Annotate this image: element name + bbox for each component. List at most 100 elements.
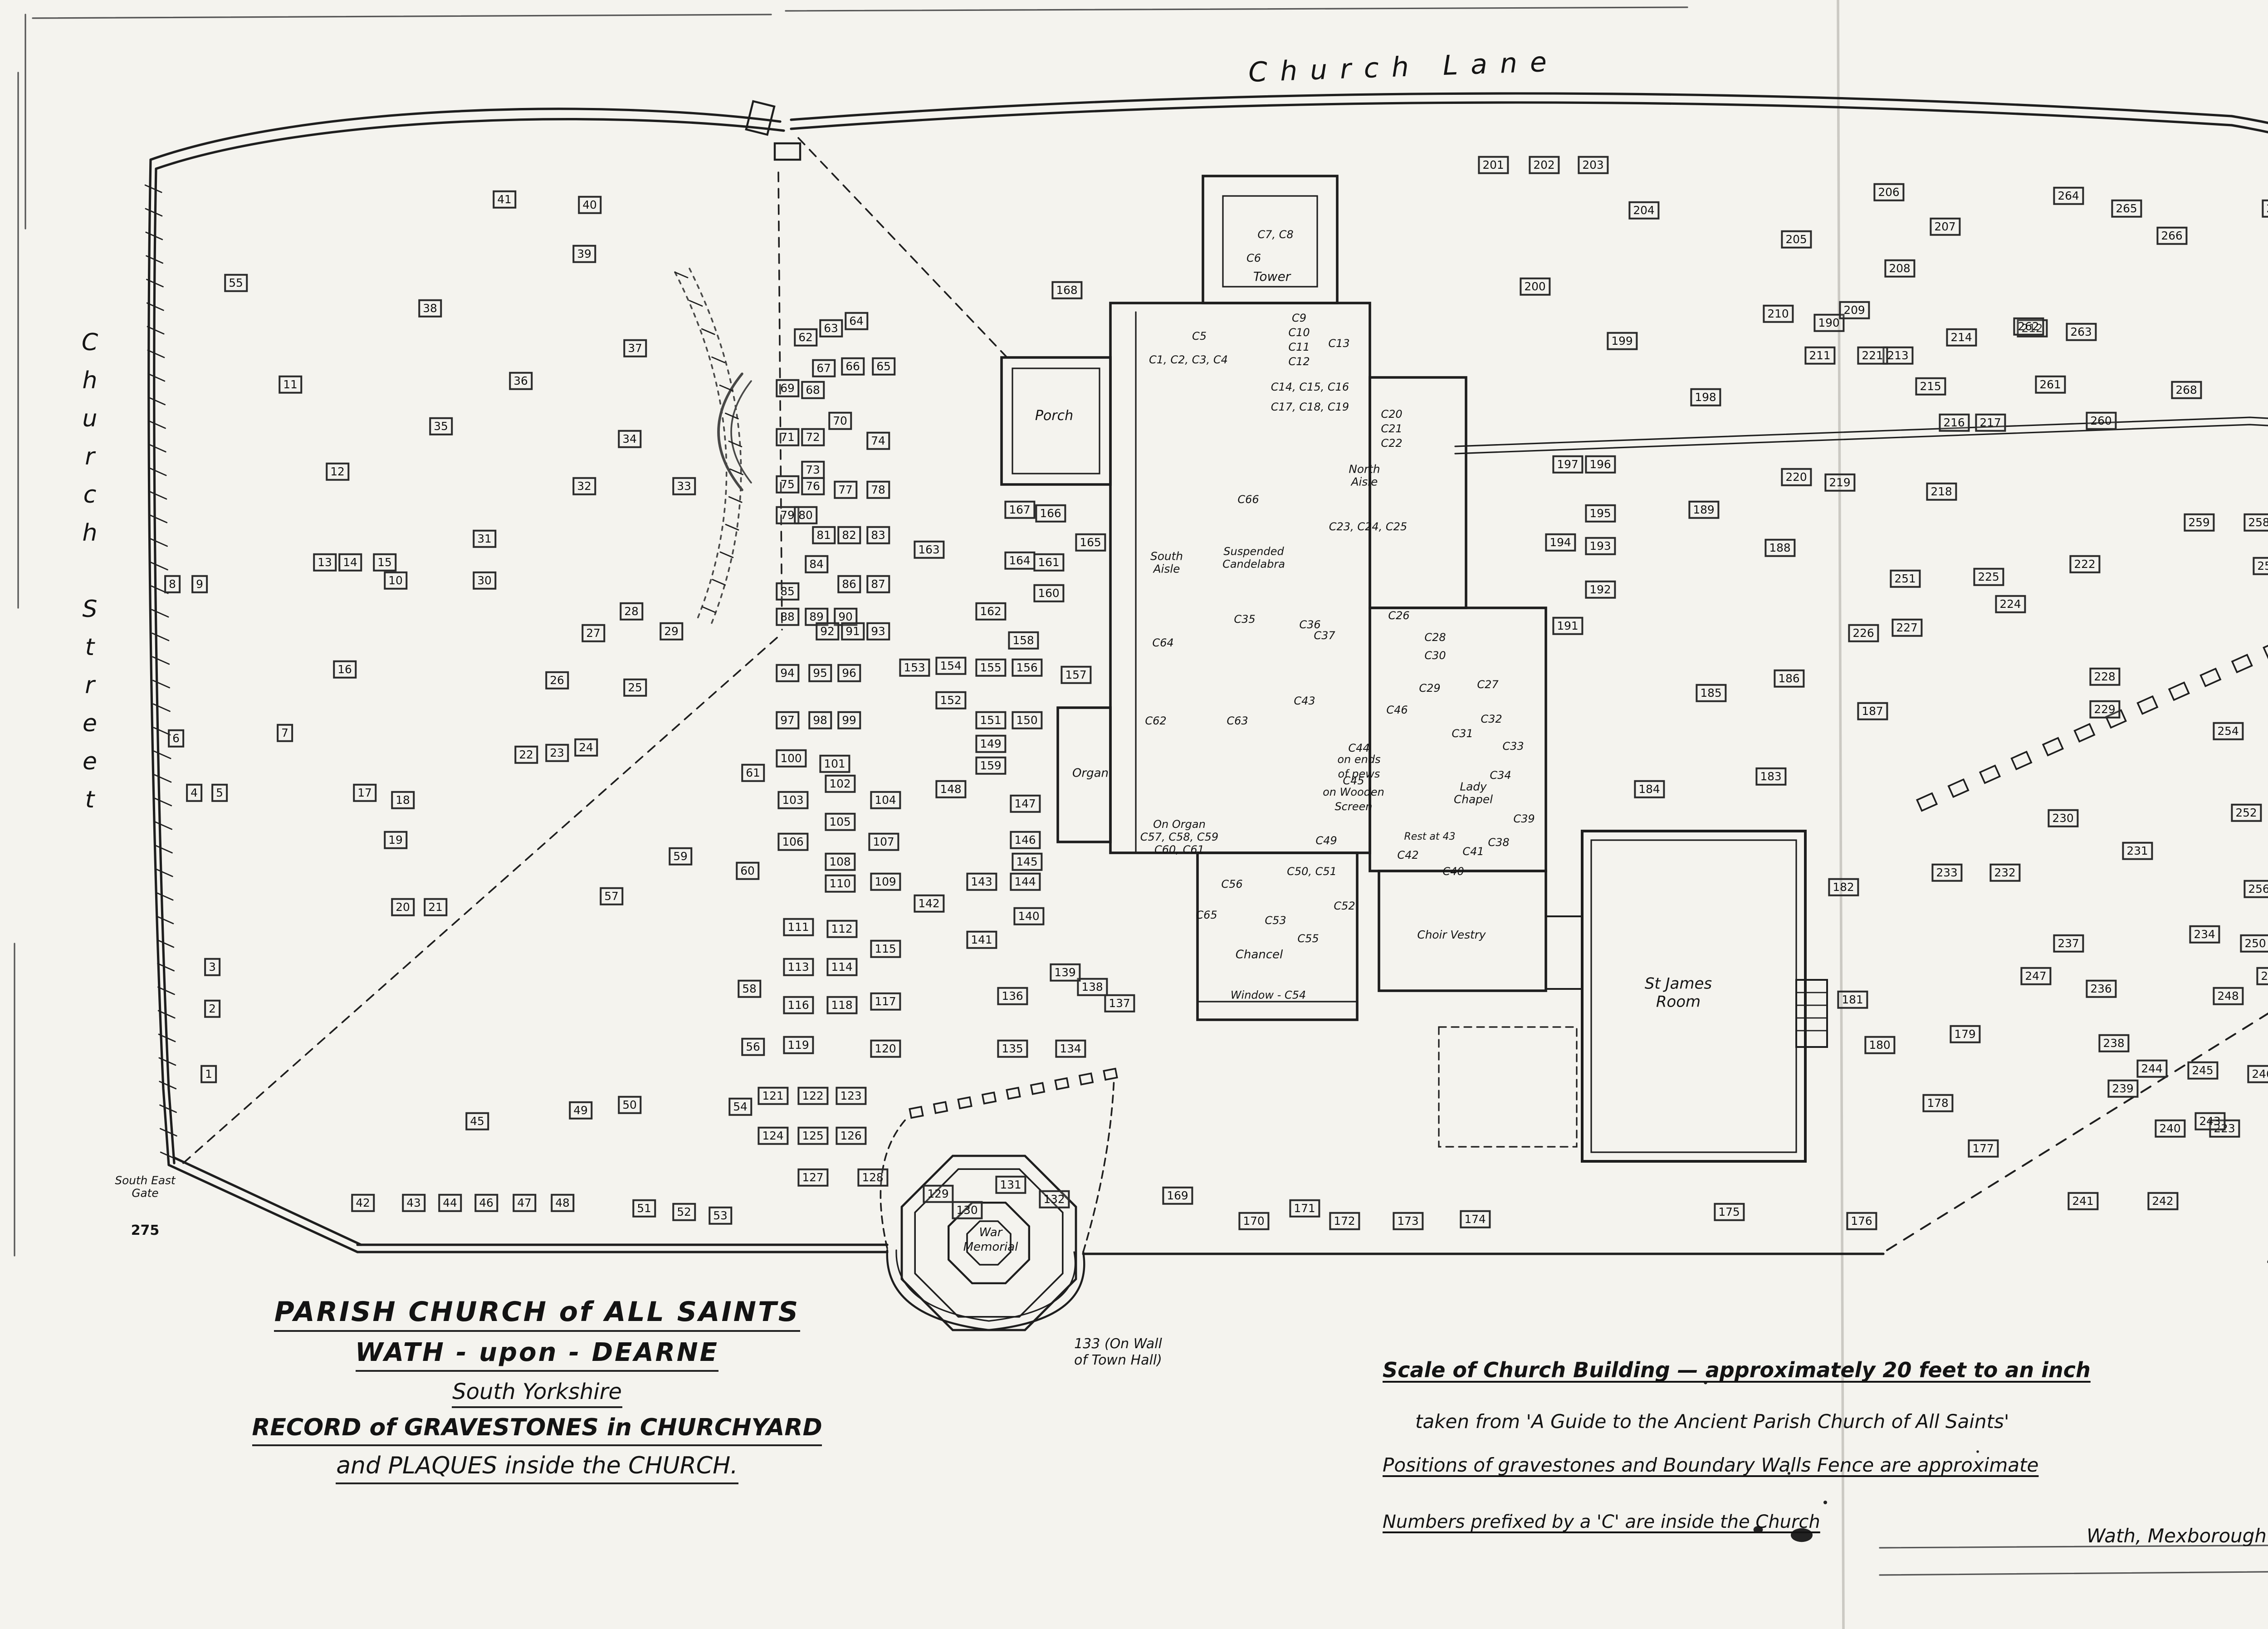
gravestone-104: 104 <box>870 791 901 810</box>
church-plaque-c9: C9 <box>1291 313 1307 325</box>
gravestone-230: 230 <box>2048 809 2078 828</box>
church-plaque-c64: C64 <box>1152 637 1174 650</box>
gravestone-245: 245 <box>2187 1061 2218 1080</box>
gravestone-112: 112 <box>826 920 857 939</box>
gravestone-124: 124 <box>758 1126 788 1145</box>
gravestone-80: 80 <box>794 506 817 525</box>
gravestone-59: 59 <box>669 847 692 866</box>
gravestone-164: 164 <box>1004 551 1035 570</box>
gravestone-52: 52 <box>672 1203 696 1222</box>
note-guide: taken from 'A Guide to the Ancient Paris… <box>1415 1412 2009 1433</box>
generated-decor <box>144 184 2268 1331</box>
church-plaque-c44: C44 <box>1348 743 1370 755</box>
church-plaque-c6: C6 <box>1246 253 1261 265</box>
gravestone-98: 98 <box>808 711 832 730</box>
church-plaque-c43: C43 <box>1294 695 1315 708</box>
gravestone-18: 18 <box>391 791 415 810</box>
gravestone-239: 239 <box>2107 1079 2138 1098</box>
gravestone-51: 51 <box>632 1199 656 1218</box>
gravestone-6: 6 <box>168 729 184 748</box>
gravestone-135: 135 <box>997 1039 1028 1058</box>
gravestone-259: 259 <box>2184 513 2214 532</box>
war-memorial-outline <box>886 1249 1085 1331</box>
note-town-hall: 133 (On Wall of Town Hall) <box>1074 1335 1162 1368</box>
gravestone-262: 262 <box>2013 317 2044 336</box>
title-line-2: WATH - upon - DEARNE <box>189 1339 885 1372</box>
church-plaque-c28: C28 <box>1424 632 1446 645</box>
gravestone-249: 249 <box>2256 967 2268 986</box>
gravestone-27: 27 <box>582 624 605 643</box>
church-plaque-c27: C27 <box>1477 679 1499 692</box>
gravestone-73: 73 <box>801 460 825 479</box>
gravestone-247: 247 <box>2020 967 2051 986</box>
gravestone-55: 55 <box>224 274 248 293</box>
gravestone-128: 128 <box>857 1168 888 1187</box>
gravestone-201: 201 <box>1478 156 1509 175</box>
area-label-st-james: St James Room <box>1644 976 1712 1013</box>
gravestone-189: 189 <box>1688 500 1719 519</box>
gravestone-187: 187 <box>1857 702 1888 721</box>
east-path <box>1454 416 2268 455</box>
gravestone-208: 208 <box>1884 259 1915 278</box>
gravestone-66: 66 <box>841 357 865 376</box>
gravestone-41: 41 <box>493 190 516 209</box>
gravestone-28: 28 <box>620 602 643 621</box>
gravestone-118: 118 <box>826 996 857 1015</box>
church-plaque-c65: C65 <box>1196 910 1217 922</box>
gravestone-134: 134 <box>1055 1039 1086 1058</box>
church-plaque-c1: C1, C2, C3, C4 <box>1149 354 1228 367</box>
gravestone-160: 160 <box>1033 584 1064 603</box>
gravestone-211: 211 <box>1804 346 1835 365</box>
gravestone-149: 149 <box>975 734 1006 753</box>
gravestone-138: 138 <box>1077 978 1108 997</box>
gravestone-220: 220 <box>1781 468 1812 487</box>
gravestone-215: 215 <box>1915 377 1946 396</box>
title-line-5: and PLAQUES inside the CHURCH. <box>189 1453 885 1484</box>
gravestone-251: 251 <box>1890 569 1921 588</box>
gravestone-21: 21 <box>424 898 447 917</box>
gravestone-148: 148 <box>935 780 966 799</box>
gravestone-57: 57 <box>600 887 623 906</box>
area-label-war: War Memorial <box>963 1225 1018 1254</box>
church-plaque-c56: C56 <box>1221 879 1243 891</box>
gravestone-206: 206 <box>1873 183 1904 202</box>
gravestone-56: 56 <box>741 1037 765 1057</box>
gravestone-139: 139 <box>1050 963 1080 982</box>
st-james-room-outline <box>1581 830 1828 1163</box>
gravestone-84: 84 <box>805 555 828 574</box>
gravestone-61: 61 <box>741 763 765 783</box>
footpaths <box>182 137 1578 1253</box>
church-plaque-c40: C40 <box>1442 866 1464 879</box>
gravestone-264: 264 <box>2053 186 2084 205</box>
title-line-4: RECORD of GRAVESTONES in CHURCHYARD <box>189 1415 885 1446</box>
church-plaque-c11: C11 <box>1288 342 1310 354</box>
gravestone-42: 42 <box>351 1194 375 1213</box>
church-plaque-c20: C20 <box>1381 409 1403 421</box>
church-plaque-c55: C55 <box>1297 933 1319 946</box>
church-plaque-c30: C30 <box>1424 650 1446 663</box>
gravestone-258: 258 <box>2244 513 2268 532</box>
title-line-1: PARISH CHURCH of ALL SAINTS <box>189 1296 885 1332</box>
church-plaque-c50: C50, C51 <box>1287 866 1337 879</box>
gravestone-246: 246 <box>2247 1065 2268 1084</box>
gravestone-39: 39 <box>572 245 596 264</box>
gravestone-242: 242 <box>2147 1192 2178 1211</box>
gravestone-142: 142 <box>914 894 944 913</box>
church-plaque-c7: C7, C8 <box>1257 229 1294 242</box>
gravestone-38: 38 <box>418 299 442 318</box>
gravestone-254: 254 <box>2213 722 2244 741</box>
gravestone-58: 58 <box>738 979 761 998</box>
gravestone-102: 102 <box>825 774 855 793</box>
church-plaque-c12: C12 <box>1288 356 1310 369</box>
gravestone-46: 46 <box>474 1194 498 1213</box>
gravestone-119: 119 <box>783 1036 814 1055</box>
gravestone-37: 37 <box>623 339 647 358</box>
gravestone-191: 191 <box>1552 616 1583 636</box>
gravestone-64: 64 <box>845 312 868 331</box>
gravestone-17: 17 <box>353 783 376 802</box>
gravestone-244: 244 <box>2136 1059 2167 1078</box>
gravestone-176: 176 <box>1846 1212 1877 1231</box>
church-outline <box>1000 175 1583 1021</box>
gravestone-233: 233 <box>1931 863 1962 882</box>
